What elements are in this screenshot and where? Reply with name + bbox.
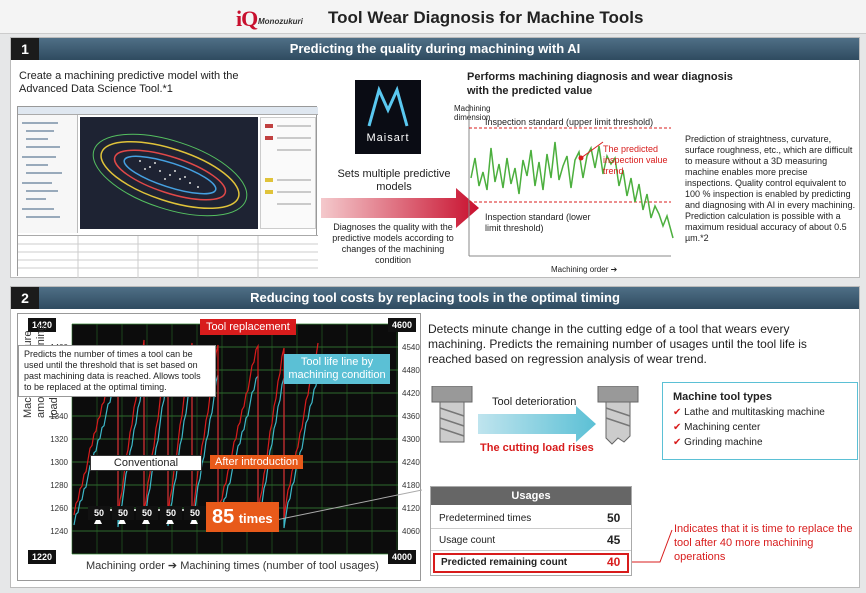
y-tick-label: 1340	[50, 412, 68, 421]
connector-line	[275, 489, 422, 521]
predicts-description: Predicts the number of times a tool can …	[18, 345, 216, 397]
note-connector	[632, 529, 673, 563]
chart-x-label: Machining order ➔ Machining times (numbe…	[86, 560, 379, 572]
table-row: Predetermined times 50	[431, 509, 631, 529]
times-suffix: times	[238, 511, 273, 526]
section-2-number: 2	[11, 287, 39, 309]
y2-tick-label: 4060	[402, 527, 420, 536]
section-1-heading: Predicting the quality during machining …	[11, 38, 859, 60]
usages-title: Usages	[431, 487, 631, 505]
logo-subtext: Monozukuri	[258, 17, 303, 26]
y2-tick-label: 4300	[402, 435, 420, 444]
maisart-logo: Maisart	[355, 80, 421, 154]
section-1-number: 1	[11, 38, 39, 60]
check-icon: ✔	[673, 437, 685, 448]
interval-label: 50	[112, 506, 134, 520]
y-tick-bottom: 1220	[28, 550, 57, 564]
y-tick-label: 1240	[50, 527, 68, 536]
y2-tick-label: 4120	[402, 504, 420, 513]
y2-tick-label: 4480	[402, 366, 420, 375]
upper-threshold-label: Inspection standard (upper limit thresho…	[485, 117, 654, 127]
software-screenshot	[17, 106, 318, 278]
y2-tick-label: 4420	[402, 389, 420, 398]
tool-life-line-label: Tool life line by machining condition	[284, 354, 390, 384]
section-2-intro: Detects minute change in the cutting edg…	[428, 322, 807, 366]
y2-tick-label: 4360	[402, 412, 420, 421]
arrow-description: Diagnoses the quality with the predictiv…	[332, 222, 454, 265]
machine-type-item: ✔ Grinding machine	[673, 437, 763, 448]
interval-label: 50	[136, 506, 158, 520]
iq-logo: iQ	[236, 6, 258, 31]
machine-type-item: ✔ Machining center	[673, 422, 761, 433]
y2-tick-bottom: 4000	[388, 550, 417, 564]
times-value: 85	[212, 506, 235, 528]
y-tick-label: 1320	[50, 435, 68, 444]
cutting-load-label: The cutting load rises	[480, 442, 594, 454]
machine-type-item: ✔ Lathe and multitasking machine	[673, 407, 825, 418]
marker-triangle	[166, 516, 174, 524]
section-2-heading: Reducing tool costs by replacing tools i…	[11, 287, 859, 309]
maisart-text: Maisart	[366, 132, 410, 144]
marker-triangle	[142, 516, 150, 524]
marker-triangle	[94, 516, 102, 524]
y-tick-label: 1300	[50, 458, 68, 467]
section-1-y-label: Machining dimension	[454, 104, 491, 122]
marker-triangle	[190, 516, 198, 524]
check-icon: ✔	[673, 422, 685, 433]
machine-types-box: Machine tool types ✔ Lathe and multitask…	[662, 382, 858, 460]
y2-tick-label: 4180	[402, 481, 420, 490]
section-1-description: Prediction of straightness, curvature, s…	[685, 134, 856, 243]
lower-threshold-label: Inspection standard (lower limit thresho…	[485, 212, 591, 233]
y2-tick-label: 4240	[402, 458, 420, 467]
conventional-label: Conventional	[90, 455, 202, 471]
title-bar	[0, 0, 866, 34]
table-row: Usage count 45	[431, 531, 631, 551]
times-badge: 85 times	[206, 502, 279, 532]
check-icon: ✔	[673, 407, 685, 418]
arrow-icon	[321, 188, 479, 228]
tool-new-icon	[428, 385, 476, 443]
y2-tick-top: 4600	[388, 318, 417, 332]
tool-deterioration-label: Tool deterioration	[492, 396, 577, 408]
y-tick-top: 1420	[28, 318, 57, 332]
tool-replacement-label: Tool replacement	[200, 319, 296, 335]
tool-worn-icon	[594, 385, 642, 446]
y-tick-label: 1280	[50, 481, 68, 490]
machine-types-title: Machine tool types	[673, 391, 773, 403]
section-1-x-label: Machining order ➔	[551, 265, 618, 274]
section-1-chart-title: Performs machining diagnosis and wear di…	[467, 71, 733, 97]
page-title: Tool Wear Diagnosis for Machine Tools	[328, 8, 644, 27]
y-tick-label: 1260	[50, 504, 68, 513]
deterioration-arrow-icon	[478, 406, 596, 442]
interval-label: 50	[88, 506, 110, 520]
marker-triangle	[118, 516, 126, 524]
section-1-intro: Create a machining predictive model with…	[19, 70, 239, 95]
interval-label: 50	[184, 506, 206, 520]
table-row-highlighted: Predicted remaining count 40	[433, 553, 629, 573]
after-introduction-label: After introduction	[210, 455, 304, 469]
section-1-line-chart	[468, 104, 674, 257]
predicted-trend-label: The predicted inspection value trend	[603, 144, 668, 176]
section-1: Predicting the quality during machining …	[10, 37, 860, 278]
replace-note: Indicates that it is time to replace the…	[674, 523, 853, 563]
interval-label: 50	[160, 506, 182, 520]
usages-table: Usages Predetermined times 50 Usage coun…	[430, 486, 632, 576]
y2-tick-label: 4540	[402, 343, 420, 352]
arrow-title: Sets multiple predictive models	[337, 168, 451, 193]
